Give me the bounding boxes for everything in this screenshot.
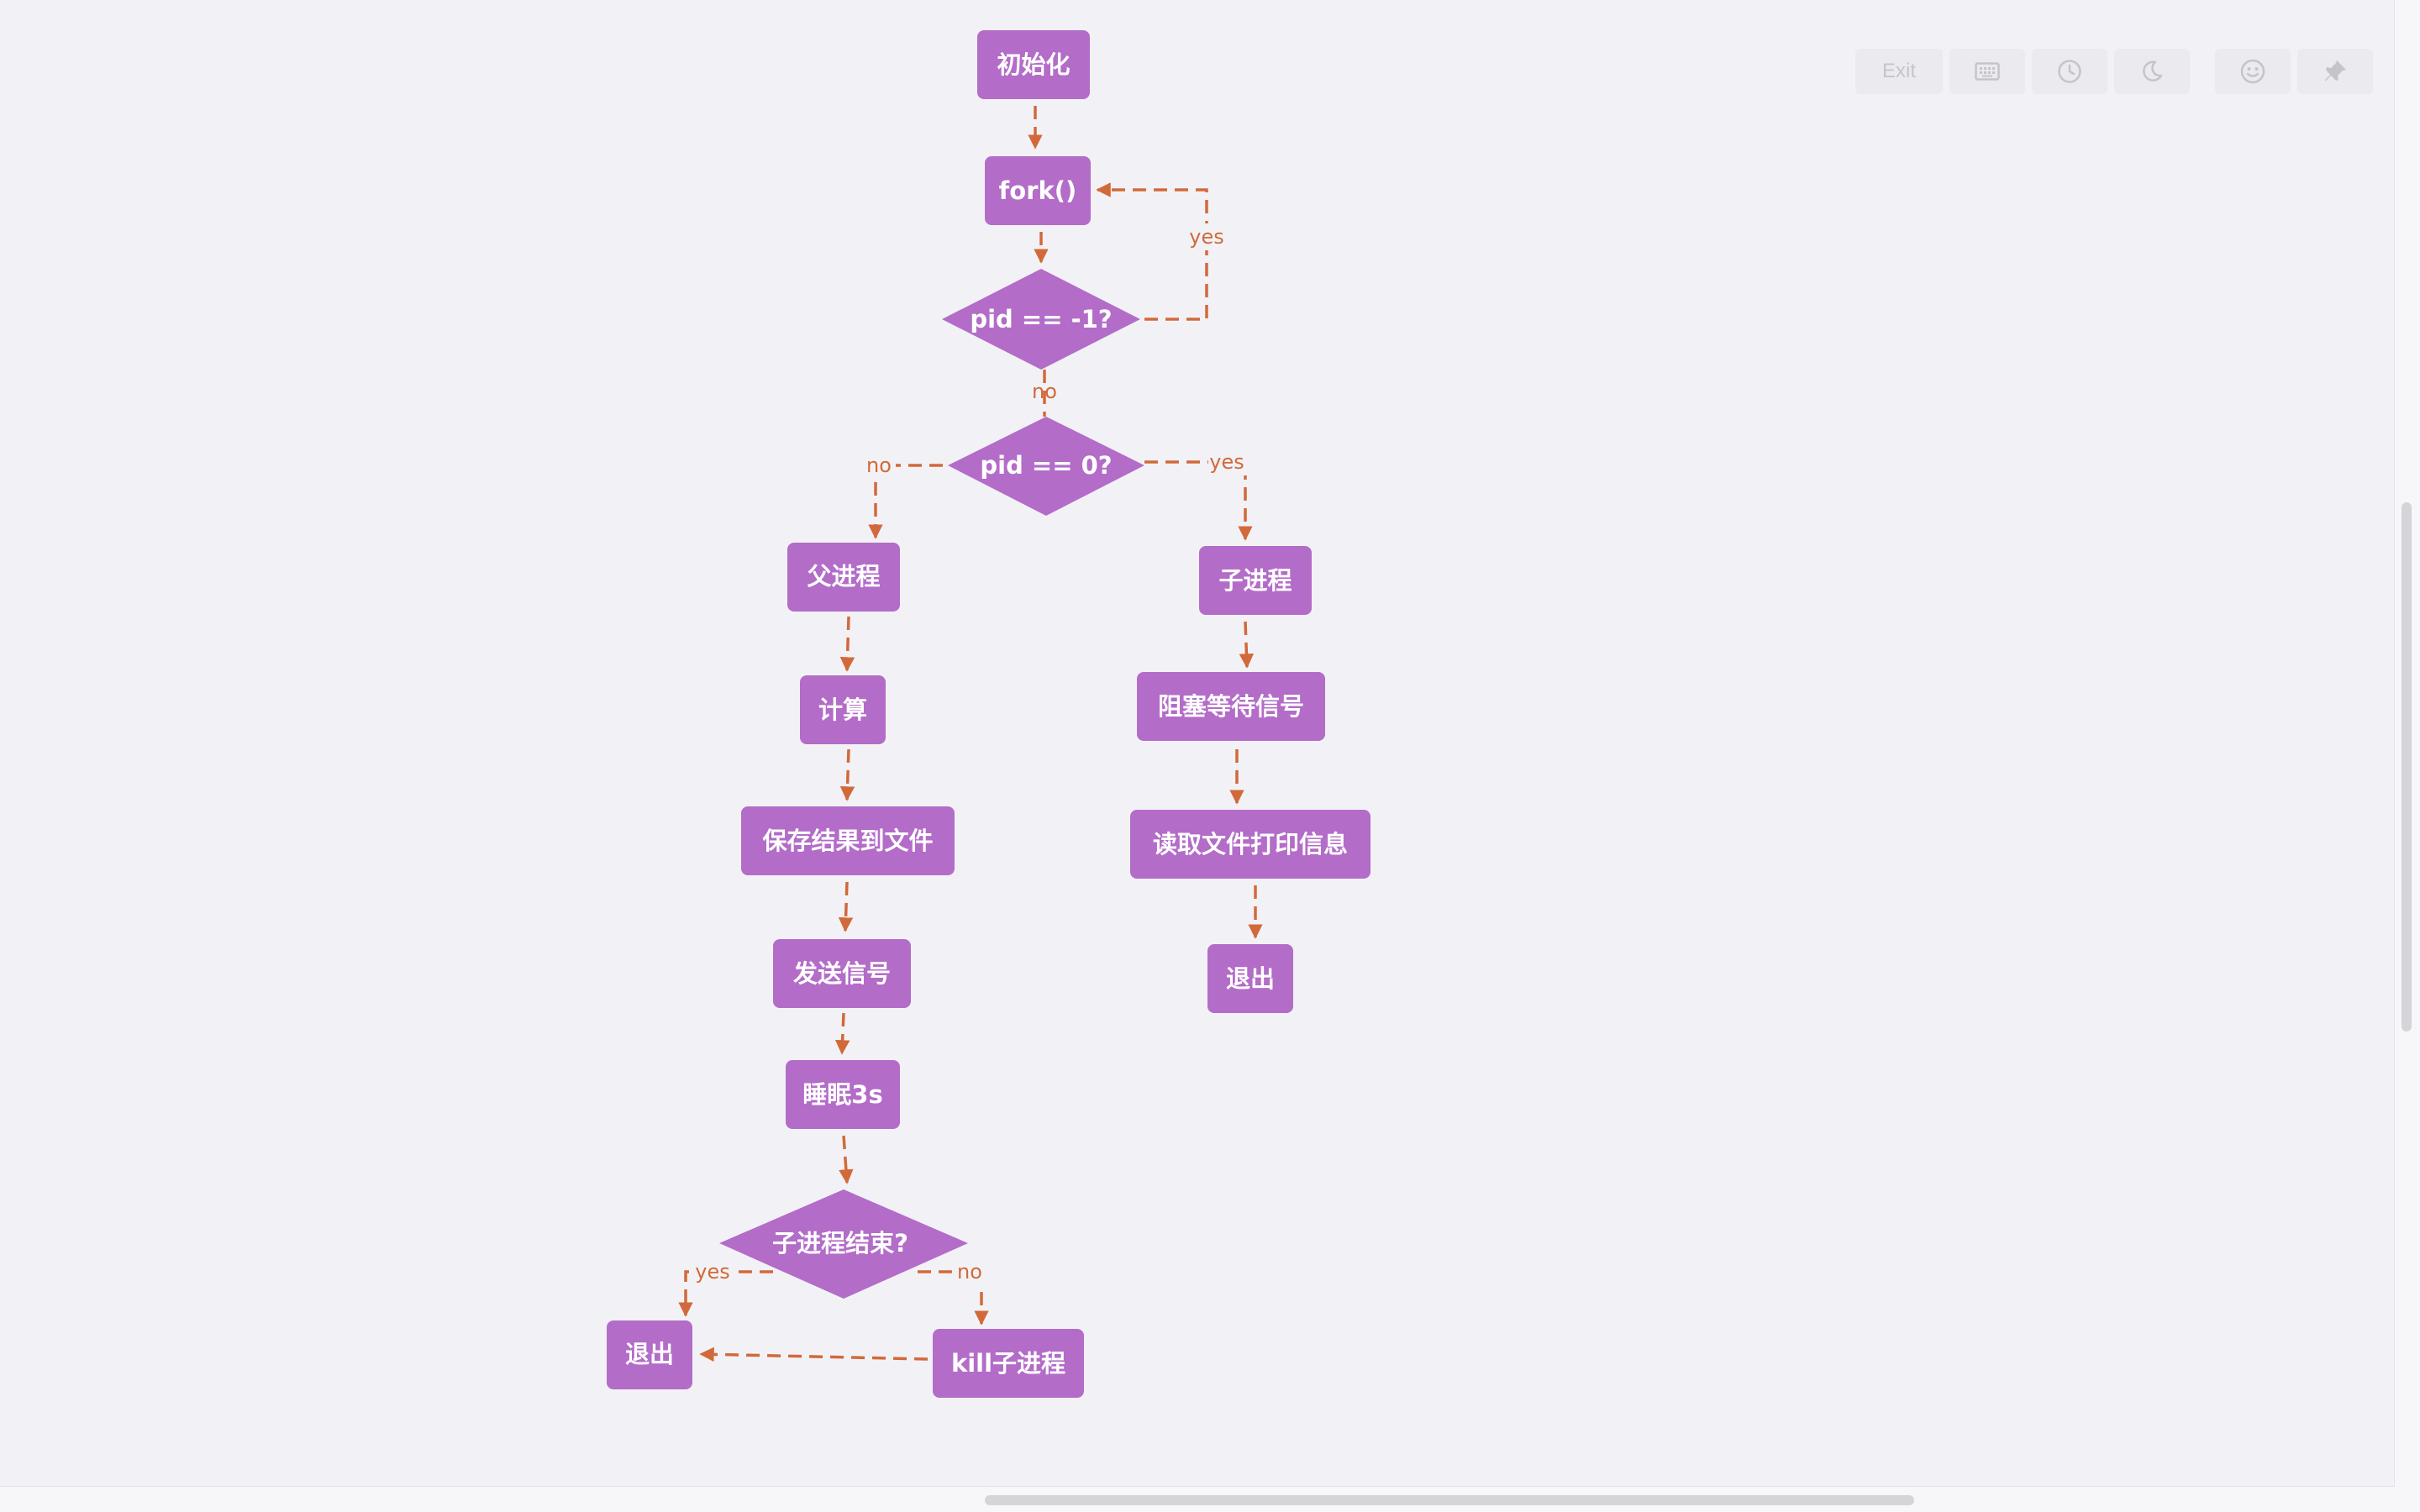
- horizontal-scroll-thumb[interactable]: [985, 1495, 1914, 1505]
- node-pid-fail-label: pid == -1?: [970, 305, 1112, 333]
- toolbar: Exit: [1855, 49, 2373, 94]
- edge-label-fail-yes: yes: [1189, 225, 1223, 249]
- node-parent-label: 父进程: [807, 562, 880, 591]
- exit-label: Exit: [1881, 60, 1916, 82]
- edge-compute-to-save: [839, 748, 855, 801]
- node-kill-child-label: kill子进程: [951, 1349, 1065, 1378]
- node-sleep[interactable]: 睡眠3s: [786, 1060, 900, 1129]
- node-send-signal-label: 发送信号: [792, 959, 891, 988]
- edge-child-to-wait: [1239, 621, 1255, 669]
- edge-kill-to-exit: [699, 1347, 929, 1362]
- horizontal-scrollbar[interactable]: [0, 1486, 2395, 1512]
- edge-label-done-no: no: [957, 1260, 982, 1284]
- node-send-signal[interactable]: 发送信号: [773, 939, 911, 1008]
- node-compute-label: 计算: [818, 696, 867, 724]
- edge-parent-to-compute: [839, 616, 855, 672]
- node-read-print[interactable]: 读取文件打印信息: [1130, 810, 1370, 879]
- dark-mode-button[interactable]: [2114, 49, 2190, 94]
- edge-label-child-yes: yes: [1209, 450, 1244, 474]
- moon-icon: [2139, 59, 2165, 84]
- emoji-button[interactable]: [2215, 49, 2291, 94]
- node-exit-parent-label: 退出: [625, 1340, 674, 1368]
- node-exit-child-label: 退出: [1226, 964, 1275, 993]
- smiley-icon: [2239, 58, 2266, 85]
- node-init[interactable]: 初始化: [977, 30, 1090, 99]
- node-pid-child-label: pid == 0?: [980, 451, 1112, 480]
- node-sleep-label: 睡眠3s: [802, 1080, 882, 1109]
- node-child-label: 子进程: [1218, 566, 1292, 595]
- node-wait-signal-label: 阻塞等待信号: [1158, 692, 1304, 721]
- clock-icon: [2057, 59, 2082, 84]
- vertical-scrollbar[interactable]: [2394, 0, 2420, 1512]
- edge-pid-fail-yes: [1096, 182, 1208, 321]
- pin-button[interactable]: [2297, 49, 2373, 94]
- node-save[interactable]: 保存结果到文件: [741, 806, 955, 875]
- vertical-scroll-thumb[interactable]: [2402, 502, 2412, 1032]
- node-save-label: 保存结果到文件: [761, 827, 933, 855]
- node-pid-fail-decision[interactable]: pid == -1?: [942, 269, 1140, 370]
- node-init-label: 初始化: [997, 50, 1070, 79]
- edge-save-to-send: [838, 881, 854, 932]
- node-compute[interactable]: 计算: [800, 675, 886, 744]
- edge-sleep-to-done: [839, 1135, 854, 1184]
- edge-label-done-yes: yes: [695, 1260, 729, 1284]
- node-child-done-decision[interactable]: 子进程结束?: [719, 1189, 968, 1299]
- node-parent[interactable]: 父进程: [787, 543, 900, 612]
- node-fork-label: fork(): [999, 176, 1077, 205]
- keyboard-button[interactable]: [1949, 49, 2025, 94]
- node-child[interactable]: 子进程: [1199, 546, 1312, 615]
- edge-done-yes: [678, 1270, 773, 1317]
- nodes: 初始化 fork() pid == -1? pid == 0? 父进程: [607, 30, 1370, 1398]
- node-kill-child[interactable]: kill子进程: [933, 1329, 1084, 1398]
- node-fork[interactable]: fork(): [985, 156, 1091, 225]
- keyboard-icon: [1975, 62, 2000, 81]
- node-child-done-label: 子进程结束?: [772, 1229, 908, 1257]
- edge-send-to-sleep: [834, 1012, 850, 1055]
- node-read-print-label: 读取文件打印信息: [1153, 830, 1348, 858]
- edge-pid-child-yes: [1144, 460, 1253, 541]
- node-exit-child[interactable]: 退出: [1207, 944, 1293, 1013]
- node-pid-child-decision[interactable]: pid == 0?: [948, 417, 1144, 516]
- pin-icon: [2322, 58, 2349, 85]
- node-wait-signal[interactable]: 阻塞等待信号: [1137, 672, 1325, 741]
- exit-button[interactable]: Exit: [1855, 49, 1943, 94]
- edge-label-child-no: no: [866, 454, 892, 477]
- edge-label-fail-no: no: [1032, 380, 1057, 403]
- history-button[interactable]: [2032, 49, 2107, 94]
- edge-labels: yes no no yes yes no: [694, 223, 1247, 1285]
- node-exit-parent[interactable]: 退出: [607, 1320, 692, 1389]
